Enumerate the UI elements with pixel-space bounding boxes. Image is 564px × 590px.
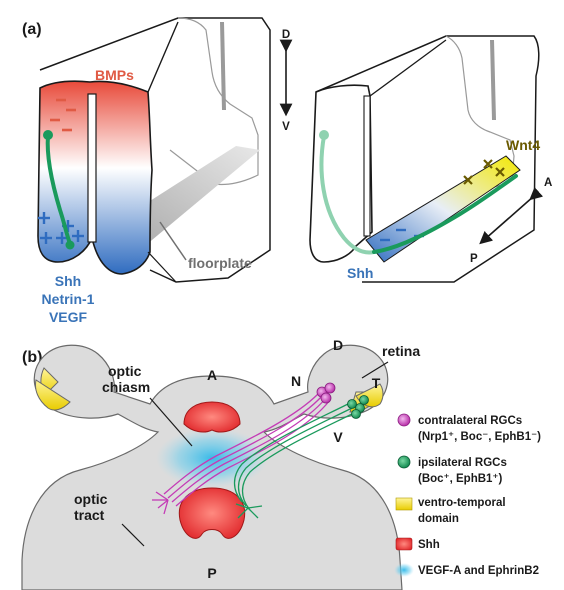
optic-tract-label-2: tract (74, 507, 105, 523)
panel-a: (a) (22, 18, 552, 325)
legend-vegf-swatch (394, 563, 414, 577)
axis-d-label: D (282, 29, 290, 41)
dv-axis: D V (282, 29, 290, 133)
legend-shh-line1: Shh (418, 539, 440, 551)
axis-p-label: P (470, 253, 478, 265)
panel-b: (b) (22, 337, 541, 590)
floorplate-label: floorplate (188, 255, 252, 271)
shh-label-right: Shh (347, 265, 373, 281)
ventral-label: V (333, 429, 343, 445)
legend-item-contralateral: contralateral RGCs (Nrp1⁺, Boc⁻, EphB1⁻) (398, 414, 541, 443)
legend-contralateral-line2: (Nrp1⁺, Boc⁻, EphB1⁻) (418, 431, 541, 443)
legend-item-ipsilateral: ipsilateral RGCs (Boc⁺, EphB1⁺) (398, 456, 507, 485)
left-neural-tube (38, 18, 270, 282)
netrin-label: Netrin-1 (42, 291, 95, 307)
optic-chiasm-label-1: optic (108, 363, 142, 379)
optic-tract-label-1: optic (74, 491, 108, 507)
axis-v-label: V (282, 121, 290, 133)
bmps-label: BMPs (95, 67, 134, 83)
legend: contralateral RGCs (Nrp1⁺, Boc⁻, EphB1⁻)… (394, 414, 541, 577)
posterior-label: P (207, 565, 216, 581)
legend-item-shh: Shh (396, 538, 440, 551)
optic-chiasm-label-2: chiasm (102, 379, 150, 395)
right-neural-tube (310, 36, 539, 282)
retina-label: retina (382, 343, 420, 359)
legend-shh-swatch (396, 538, 412, 550)
dorsal-label: D (333, 337, 343, 353)
wnt4-label: Wnt4 (506, 137, 540, 153)
anterior-label: A (207, 367, 217, 383)
floorplate-pointer (160, 222, 186, 260)
legend-item-vegf: VEGF-A and EphrinB2 (394, 563, 539, 577)
legend-ipsilateral-line1: ipsilateral RGCs (418, 457, 507, 469)
legend-contralateral-swatch (398, 414, 410, 426)
panel-a-label: (a) (22, 21, 42, 38)
legend-vt-swatch (396, 498, 412, 510)
axis-a-label: A (544, 177, 552, 189)
temporal-label: T (372, 375, 381, 391)
shh-label-left: Shh (55, 273, 81, 289)
legend-ipsilateral-swatch (398, 456, 410, 468)
legend-contralateral-line1: contralateral RGCs (418, 415, 522, 427)
legend-vegf-line1: VEGF-A and EphrinB2 (418, 565, 539, 577)
vegf-label-left: VEGF (49, 309, 88, 325)
legend-ipsilateral-line2: (Boc⁺, EphB1⁺) (418, 473, 503, 485)
legend-item-vt-domain: ventro-temporal domain (396, 497, 506, 525)
legend-vt-line2: domain (418, 513, 459, 525)
legend-vt-line1: ventro-temporal (418, 497, 506, 509)
nasal-label: N (291, 373, 301, 389)
